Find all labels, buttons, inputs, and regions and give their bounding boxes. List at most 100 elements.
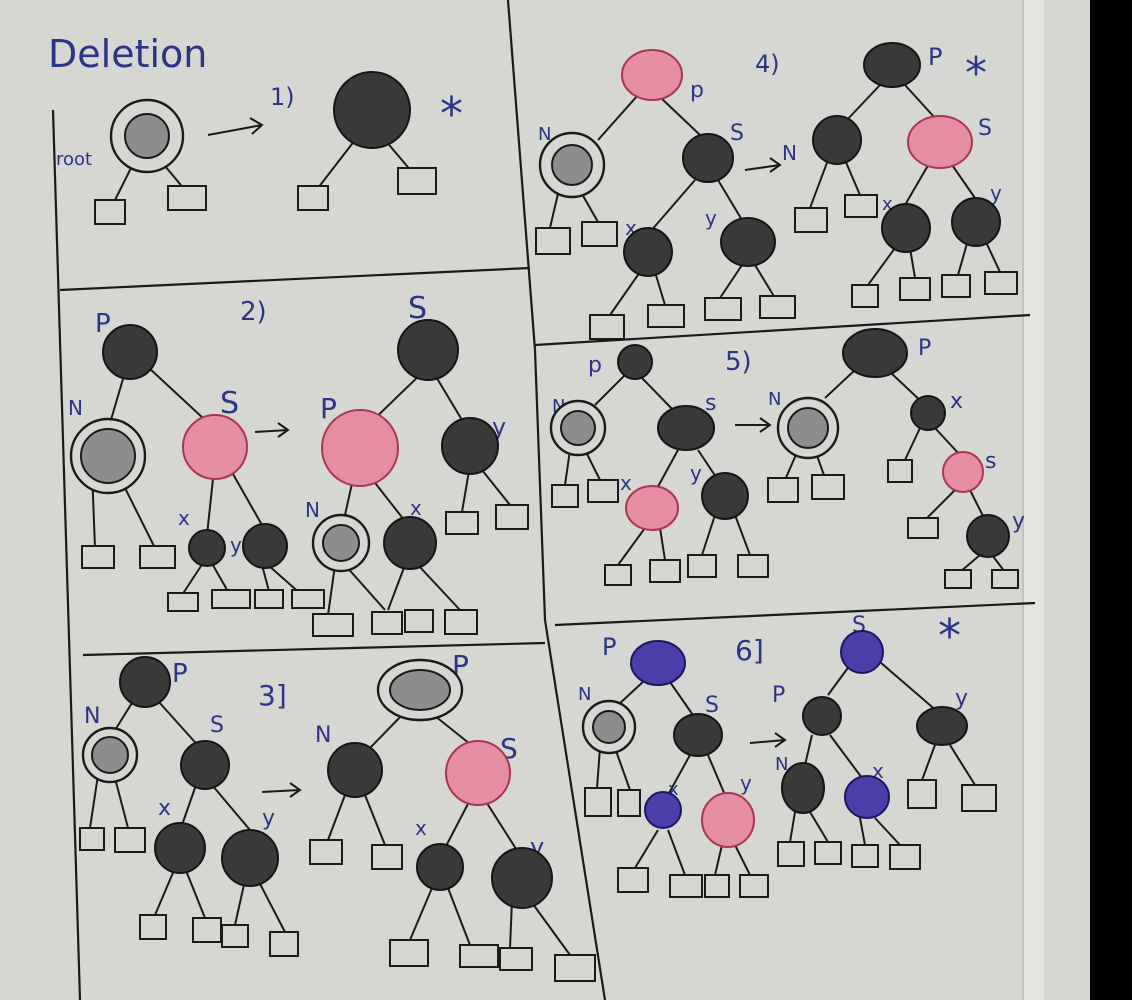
node-s-black-5	[657, 405, 715, 451]
label-p-2: P	[320, 392, 337, 425]
node-s-red-4b	[907, 115, 973, 169]
leaf	[404, 609, 434, 633]
node-p-black-5	[617, 344, 653, 380]
title-deletion: Deletion	[48, 32, 207, 76]
leaf	[899, 277, 931, 301]
leaf	[459, 944, 499, 968]
label-p: P	[95, 309, 111, 339]
node-y-black-4b	[951, 197, 1001, 247]
label-n-2: N	[305, 498, 320, 522]
leaf	[139, 914, 167, 940]
leaf	[79, 827, 105, 851]
case-label-6: 6]	[735, 634, 764, 667]
leaf	[617, 867, 649, 893]
leaf	[554, 954, 596, 982]
label-n-3: N	[84, 704, 100, 729]
leaf	[584, 787, 612, 817]
label-s-2: S	[408, 291, 427, 326]
label-p-4: p	[690, 78, 704, 103]
node-s-red-3b	[445, 740, 511, 806]
leaf	[991, 569, 1019, 589]
label-x-5: x	[620, 471, 632, 495]
case-2: 2) P N S x y	[68, 291, 529, 637]
node-n-black-6b	[781, 762, 825, 814]
label-x-3: x	[158, 796, 171, 821]
node-y-black-4	[720, 217, 776, 267]
label-p-6b: P	[772, 683, 785, 708]
node-y-black-3	[221, 829, 279, 887]
leaf	[589, 314, 625, 340]
leaf	[649, 559, 681, 583]
leaf	[907, 517, 939, 539]
leaf	[794, 207, 828, 233]
label-y-6b: y	[955, 686, 968, 711]
node-n-inner-3	[91, 736, 129, 774]
label-n-6: N	[578, 684, 591, 705]
node-n-black-3b	[327, 742, 383, 798]
star-mark-1: *	[440, 87, 463, 141]
node-p-black	[102, 324, 158, 380]
leaf	[495, 504, 529, 530]
case-label-3: 3]	[258, 679, 287, 712]
leaf	[851, 284, 879, 308]
node-p-black-6b	[802, 696, 842, 736]
leaf	[371, 611, 403, 635]
case-label-1: 1)	[270, 83, 295, 111]
label-x-5b: x	[950, 389, 963, 414]
leaf	[587, 479, 619, 503]
root-label: root	[56, 149, 92, 170]
panel-dividers	[51, 0, 1036, 1000]
leaf	[767, 477, 799, 503]
black-root-node	[333, 71, 411, 149]
leaf	[192, 917, 222, 943]
node-y-black-3b	[491, 847, 553, 909]
label-y-5b: y	[1012, 509, 1025, 534]
node-y-black	[242, 523, 288, 569]
node-p-black-4b	[863, 42, 921, 88]
label-n: N	[68, 396, 83, 420]
label-p-5: p	[588, 353, 602, 378]
leaf	[444, 609, 478, 635]
label-s-5: s	[705, 391, 716, 416]
label-n-6b: N	[775, 754, 788, 775]
leaf	[669, 874, 703, 898]
node-x-black-4b	[881, 203, 931, 253]
leaf	[961, 784, 997, 812]
label-n-5b: N	[768, 389, 781, 410]
leaf	[389, 939, 429, 967]
label-s-3: S	[210, 713, 224, 738]
leaf	[759, 295, 796, 319]
case-4: 4) p N S x y	[535, 42, 1018, 340]
leaf	[114, 827, 146, 853]
case-1: 1) root *	[56, 71, 463, 225]
leaf	[291, 589, 325, 609]
leaf	[445, 511, 479, 535]
case-label-2: 2)	[240, 297, 267, 327]
double-black-root-inner	[124, 113, 170, 159]
node-x-purple-6	[644, 791, 682, 829]
leaf	[984, 271, 1018, 295]
leaf	[211, 589, 251, 609]
label-y-6: y	[740, 771, 752, 795]
leaf	[167, 185, 207, 211]
label-y-5: y	[690, 461, 702, 485]
leaf	[777, 841, 805, 867]
node-x-red-5	[625, 485, 679, 531]
label-p-5b: P	[918, 336, 931, 361]
node-n-inner-2	[322, 524, 360, 562]
label-y-4b: y	[990, 181, 1002, 205]
label-s-5b: s	[985, 449, 996, 474]
leaf	[887, 459, 913, 483]
leaf	[814, 841, 842, 865]
node-s-black-6	[673, 713, 723, 757]
leaf	[944, 569, 972, 589]
leaf	[297, 185, 329, 211]
leaf	[397, 167, 437, 195]
leaf	[604, 564, 632, 586]
node-x-black	[188, 529, 226, 567]
label-y-3: y	[262, 806, 275, 831]
star-mark-6: *	[938, 609, 961, 663]
leaf	[94, 199, 126, 225]
node-s-red-5b	[942, 451, 984, 493]
